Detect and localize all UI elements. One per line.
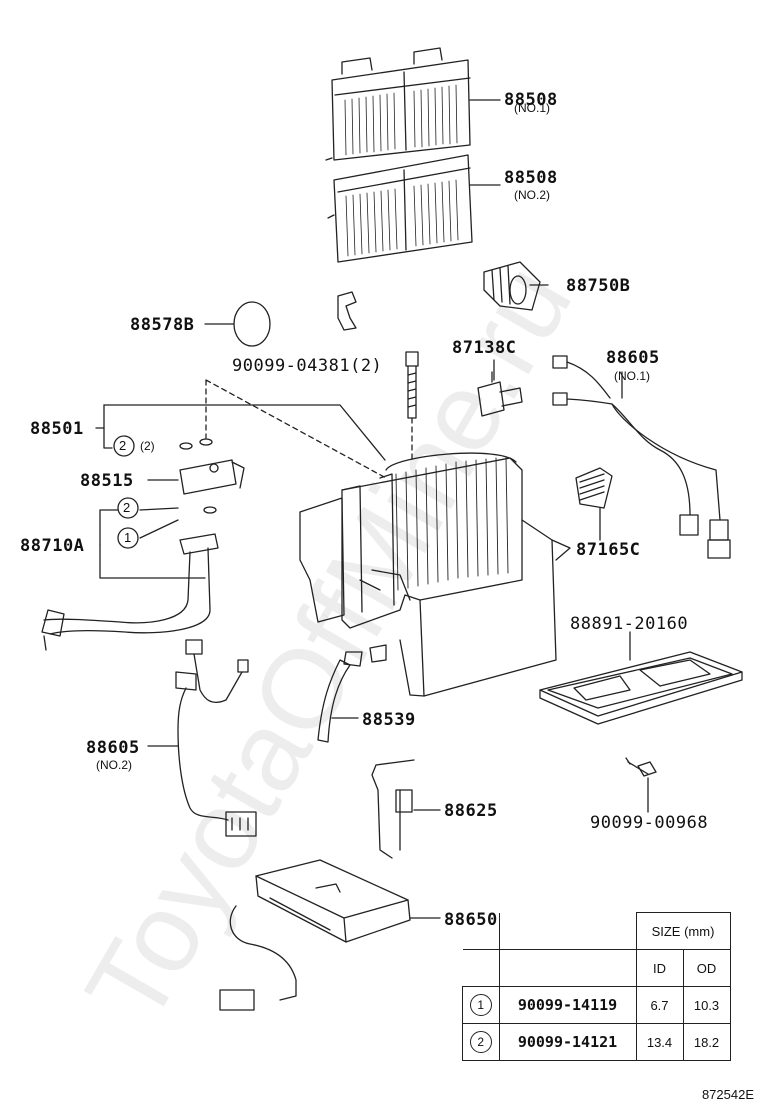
label-88501: 88501 <box>30 419 84 439</box>
row-part: 90099-14119 <box>498 986 637 1024</box>
label-88605-no1-sub: (NO.1) <box>614 369 650 383</box>
label-88625: 88625 <box>444 801 498 821</box>
label-88508-no1-sub: (NO.1) <box>514 101 550 115</box>
size-col-od: OD <box>682 949 731 987</box>
row-ref: 1 <box>469 994 492 1016</box>
circle-1-label-88710A: 1 <box>124 530 132 545</box>
oring-small-1 <box>179 442 193 450</box>
row-id: 6.7 <box>635 986 684 1024</box>
circle-2-marker-88501 <box>113 435 135 457</box>
part-87138C-shape <box>477 371 523 417</box>
row-ref: 2 <box>469 1031 492 1053</box>
circle-2-marker-88710A <box>117 497 139 519</box>
part-87165C-shape <box>575 467 613 509</box>
oring-tube <box>203 506 217 514</box>
leader-88710A <box>99 507 206 579</box>
row-id: 13.4 <box>635 1023 684 1061</box>
thermistor-88625-shape <box>371 759 415 859</box>
seal-88891-shape <box>539 651 743 725</box>
label-88578B: 88578B <box>130 315 195 335</box>
filter-no2-part <box>327 154 473 263</box>
bolt-shape <box>405 351 419 461</box>
table-row: 2 90099-14121 13.4 18.2 <box>462 1023 731 1061</box>
size-header: SIZE (mm) <box>635 912 731 950</box>
size-col-id: ID <box>635 949 684 987</box>
row-od: 18.2 <box>682 1023 731 1061</box>
part-88578B-shape <box>233 301 271 347</box>
row-od: 10.3 <box>682 986 731 1024</box>
harness-no1-shape <box>552 355 731 559</box>
circle-2-label-88710A: 2 <box>123 500 131 515</box>
label-88605-no1: 88605 <box>606 348 660 368</box>
dashed-leader <box>205 379 387 479</box>
label-88605-no2-sub: (NO.2) <box>96 758 132 772</box>
label-88515: 88515 <box>80 471 134 491</box>
oring-small-2 <box>199 438 213 446</box>
label-90099-04381: 90099-04381(2) <box>232 356 383 376</box>
table-row: 1 90099-14119 6.7 10.3 <box>462 986 731 1024</box>
label-88508-no1: 88508 <box>504 90 558 110</box>
screw-shape <box>625 757 657 777</box>
label-87138C: 87138C <box>452 338 517 358</box>
hose-88539-shape <box>317 644 387 743</box>
tube-88710A-shape <box>41 533 219 651</box>
amplifier-88650-shape <box>219 859 411 1011</box>
label-88508-no2-sub: (NO.2) <box>514 188 550 202</box>
label-88891: 88891-20160 <box>570 614 689 634</box>
part-88750B-shape <box>483 261 549 311</box>
evaporator-unit-shape <box>299 452 571 697</box>
clip-bracket <box>337 291 357 331</box>
size-table: SIZE (mm) ID OD 1 90099-14119 6.7 10.3 2… <box>462 912 731 1061</box>
expansion-valve-shape <box>179 459 245 495</box>
filter-no1-part <box>325 47 471 161</box>
circle-2-qty: (2) <box>140 439 155 453</box>
label-88605-no2: 88605 <box>86 738 140 758</box>
label-87165C: 87165C <box>576 540 641 560</box>
label-88539: 88539 <box>362 710 416 730</box>
label-88750B: 88750B <box>566 276 631 296</box>
label-88508-no2: 88508 <box>504 168 558 188</box>
circle-2-label: 2 <box>119 438 127 453</box>
diagram-code: 872542E <box>701 1087 754 1102</box>
harness-no2-shape <box>175 639 257 837</box>
label-90099-00968: 90099-00968 <box>590 813 709 833</box>
circle-1-marker-88710A <box>117 527 139 549</box>
label-88710A: 88710A <box>20 536 85 556</box>
row-part: 90099-14121 <box>498 1023 637 1061</box>
leader-88501 <box>95 404 386 461</box>
